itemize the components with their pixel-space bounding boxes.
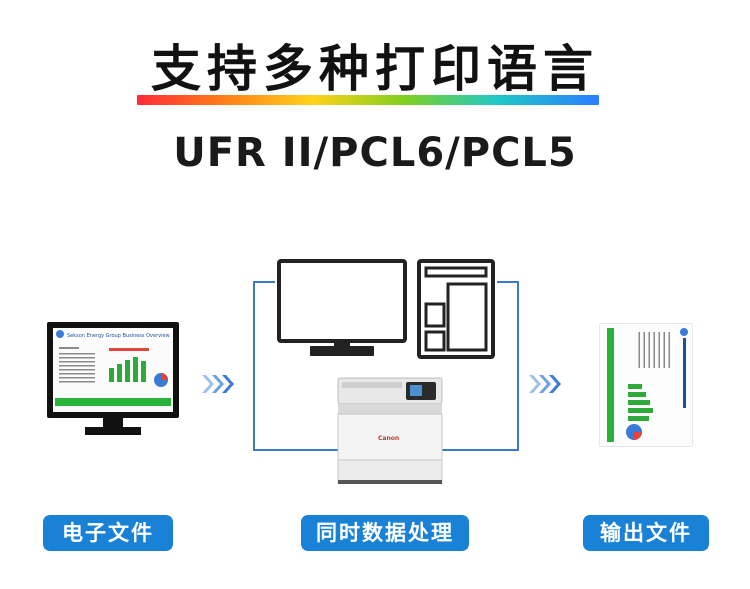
title-rainbow-underline [137, 95, 599, 105]
label-simultaneous-processing: 同时数据处理 [301, 515, 469, 551]
electronic-file-monitor: Sekson Energy Group Business Overview [47, 322, 179, 435]
label-output-file: 输出文件 [583, 515, 709, 551]
page-subtitle: UFR II/PCL6/PCL5 [173, 130, 577, 176]
computer-tower-icon [417, 259, 495, 359]
printer-brand: Canon [378, 435, 399, 442]
printed-output-document [599, 323, 693, 447]
page-title: 支持多种打印语言 [151, 40, 599, 98]
computer-monitor-icon [277, 259, 407, 356]
document-header-text: Sekson Energy Group Business Overview [67, 333, 170, 339]
flow-arrow-right [529, 375, 561, 393]
printer-icon: Canon [337, 377, 443, 484]
flow-arrow-left [202, 375, 234, 393]
label-electronic-file: 电子文件 [43, 515, 173, 551]
processing-connector-lines [253, 281, 519, 451]
